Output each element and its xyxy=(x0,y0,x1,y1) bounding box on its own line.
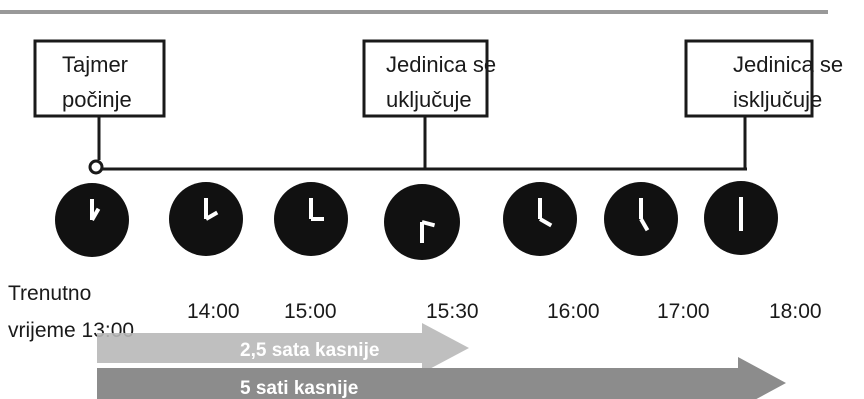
timer-start-line1: Tajmer xyxy=(62,52,128,77)
clock-hands xyxy=(538,198,553,228)
time-label-1500: 15:00 xyxy=(284,300,337,323)
unit-on-line2: uključuje xyxy=(386,87,472,112)
unit-off-line1: Jedinica se xyxy=(733,52,843,77)
time-label-1600: 16:00 xyxy=(547,300,600,323)
clock-1800 xyxy=(704,181,778,255)
hour-hand xyxy=(639,218,650,232)
time-label-1800: 18:00 xyxy=(769,300,822,323)
clock-1500 xyxy=(274,182,348,256)
time-label-1530: 15:30 xyxy=(426,300,479,323)
clock-hands xyxy=(420,220,436,243)
clock-hands xyxy=(639,198,650,232)
time-label-1700: 17:00 xyxy=(657,300,710,323)
arrow-2-5-hours xyxy=(97,323,469,373)
clock-1700 xyxy=(604,182,678,256)
clock-hands xyxy=(90,199,101,221)
time-label-1400: 14:00 xyxy=(187,300,240,323)
hour-hand xyxy=(205,210,219,221)
arrow-5-hours xyxy=(97,357,786,399)
clock-1600 xyxy=(503,182,577,256)
unit-off-line2: isključuje xyxy=(733,87,822,112)
hour-hand xyxy=(421,220,436,228)
arrow-5-hours-label: 5 sati kasnije xyxy=(240,378,358,399)
clock-1400 xyxy=(169,182,243,256)
current-time-line1: Trenutno xyxy=(8,282,91,305)
timer-start-line2: počinje xyxy=(62,87,132,112)
clock-1300 xyxy=(55,183,129,257)
hour-hand xyxy=(90,207,101,221)
arrow-2-5-hours-label: 2,5 sata kasnije xyxy=(240,340,379,361)
clock-hands xyxy=(204,198,219,221)
unit-on-line1: Jedinica se xyxy=(386,52,496,77)
unit-off-box xyxy=(684,39,814,118)
clock-hands xyxy=(309,198,324,221)
hour-hand xyxy=(538,217,553,228)
timeline-start-dot xyxy=(88,159,104,175)
clock-1530 xyxy=(384,184,460,260)
